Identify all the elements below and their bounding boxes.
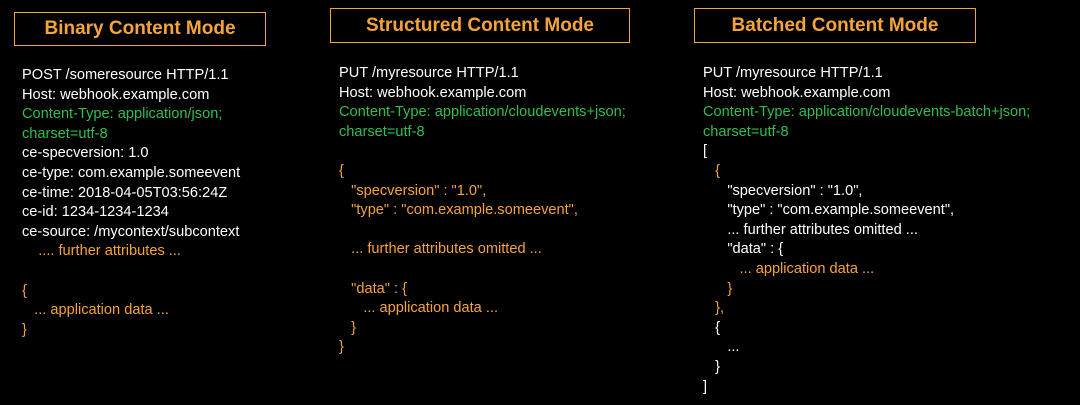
- code-line: Host: webhook.example.com: [339, 84, 527, 101]
- code-line: }: [703, 358, 721, 375]
- code-line: },: [703, 300, 725, 317]
- code-line: "specversion" : "1.0",: [339, 182, 487, 199]
- code-line: [339, 260, 626, 280]
- code-line: Content-Type: application/cloudevents-ba…: [703, 104, 1031, 121]
- code-line: "data" : {: [703, 241, 784, 258]
- binary-mode-title: Binary Content Mode: [14, 12, 266, 46]
- code-line: }: [339, 339, 344, 356]
- code-line: {: [703, 162, 721, 179]
- code-line: }: [339, 319, 357, 336]
- code-line: [: [703, 143, 708, 160]
- code-line: "type" : "com.example.someevent",: [339, 202, 578, 219]
- code-line: }: [703, 280, 733, 297]
- code-line: ce-id: 1234-1234-1234: [22, 204, 169, 221]
- code-line: {: [703, 319, 721, 336]
- code-line: charset=utf-8: [703, 123, 789, 140]
- code-line: charset=utf-8: [339, 123, 425, 140]
- code-line: Content-Type: application/cloudevents+js…: [339, 104, 626, 121]
- code-line: ce-time: 2018-04-05T03:56:24Z: [22, 184, 228, 201]
- code-line: .... further attributes ...: [22, 243, 181, 260]
- code-line: "type" : "com.example.someevent",: [703, 202, 955, 219]
- code-line: "specversion" : "1.0",: [703, 182, 863, 199]
- batched-mode-title: Batched Content Mode: [694, 8, 976, 43]
- code-line: ]: [703, 378, 708, 395]
- code-line: ... further attributes omitted ...: [703, 221, 918, 238]
- code-line: PUT /myresource HTTP/1.1: [703, 65, 883, 81]
- code-line: ... application data ...: [703, 260, 875, 277]
- batched-content-panel: Batched Content Mode PUT /myresource HTT…: [690, 0, 1080, 405]
- code-line: ce-source: /mycontext/subcontext: [22, 223, 240, 240]
- code-line: [22, 262, 240, 282]
- code-line: Content-Type: application/json;: [22, 106, 223, 123]
- code-line: charset=utf-8: [22, 125, 108, 142]
- structured-mode-title: Structured Content Mode: [330, 8, 630, 43]
- code-line: {: [339, 162, 344, 179]
- code-line: {: [22, 282, 27, 299]
- code-line: [339, 221, 626, 241]
- structured-content-panel: Structured Content Mode PUT /myresource …: [320, 0, 690, 405]
- code-line: ... application data ...: [339, 300, 498, 317]
- code-line: "data" : {: [339, 280, 407, 297]
- code-line: ... further attributes omitted ...: [339, 241, 542, 258]
- code-line: }: [22, 321, 27, 338]
- code-line: [339, 142, 626, 162]
- code-line: PUT /myresource HTTP/1.1: [339, 65, 519, 81]
- code-line: ce-type: com.example.someevent: [22, 164, 241, 181]
- binary-content-panel: Binary Content Mode POST /someresource H…: [0, 0, 320, 405]
- code-line: Host: webhook.example.com: [703, 84, 891, 101]
- code-line: Host: webhook.example.com: [22, 86, 210, 103]
- code-line: POST /someresource HTTP/1.1: [22, 67, 229, 83]
- code-line: ... application data ...: [22, 302, 169, 319]
- code-line: ...: [703, 339, 740, 356]
- code-line: ce-specversion: 1.0: [22, 145, 149, 162]
